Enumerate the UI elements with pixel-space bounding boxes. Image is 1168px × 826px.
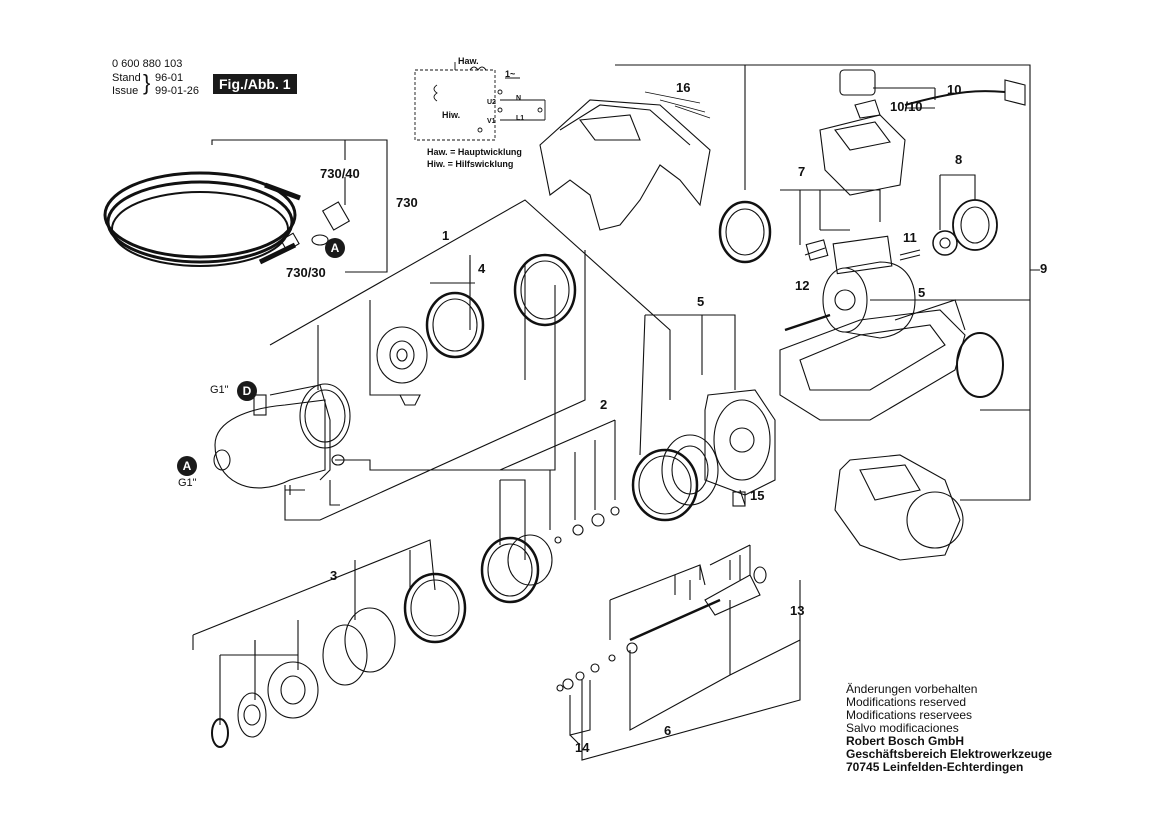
- callout-10-10: 10/10: [890, 99, 923, 114]
- wiring-haw-label: Haw.: [458, 56, 479, 66]
- pump-body-drawing: [213, 384, 331, 489]
- motor-housing-drawing: [779, 299, 966, 421]
- callout-14: 14: [575, 740, 590, 755]
- wiring-legend-line: Hiw. = Hilfswicklung: [427, 159, 514, 169]
- wiring-phase-label: 1~: [505, 69, 516, 79]
- callout-3: 3: [330, 568, 338, 583]
- callout-9: 9: [1040, 261, 1048, 276]
- footer-block: Änderungen vorbehalten Modifications res…: [846, 683, 1052, 774]
- callout-7: 7: [798, 164, 806, 179]
- callout-1: 1: [442, 228, 450, 243]
- wiring-terminal: L1: [516, 115, 525, 122]
- callout-730: 730: [396, 195, 418, 210]
- callout-10: 10: [947, 82, 962, 97]
- wiring-terminal: U2: [487, 99, 496, 106]
- footer-note: Änderungen vorbehalten: [846, 682, 978, 696]
- thread-label-top: G1": [210, 384, 229, 396]
- wiring-terminal: V1: [487, 118, 496, 125]
- figure-badge: Fig./Abb. 1: [213, 74, 297, 94]
- company-division: Geschäftsbereich Elektrowerkzeuge: [846, 747, 1053, 761]
- callout-2: 2: [600, 397, 608, 412]
- callout-12: 12: [795, 278, 810, 293]
- marker-d: D: [237, 381, 257, 401]
- footer-note: Salvo modificaciones: [846, 721, 959, 735]
- pump-head-drawing: [631, 389, 776, 522]
- hose-drawing: [103, 171, 351, 267]
- top-cover-drawing: [539, 99, 711, 231]
- callout-4: 4: [478, 261, 486, 276]
- motor-drawing: [784, 235, 916, 339]
- thread-label-bottom: G1": [178, 477, 197, 489]
- rotor-drawing: [629, 566, 767, 642]
- end-cover-drawing: [834, 454, 964, 561]
- footer-note: Modifications reservees: [846, 708, 973, 722]
- company-address: 70745 Leinfelden-Echterdingen: [846, 760, 1024, 774]
- part-number: 0 600 880 103: [112, 58, 183, 70]
- date-brace: }: [143, 70, 151, 95]
- switch-drawing: [819, 69, 1026, 196]
- stand-date: 96-01: [155, 72, 184, 84]
- callout-16: 16: [676, 80, 691, 95]
- marker-a-hose: A: [325, 238, 345, 258]
- company-name: Robert Bosch GmbH: [846, 734, 965, 748]
- callout-5: 5: [697, 294, 705, 309]
- footer-note: Modifications reserved: [846, 695, 967, 709]
- wiring-legend-line: Haw. = Hauptwicklung: [427, 147, 522, 157]
- wiring-diagram-lines: [414, 62, 546, 141]
- callout-13: 13: [790, 603, 805, 618]
- callout-6: 6: [664, 723, 672, 738]
- wiring-hiw-label: Hiw.: [442, 110, 461, 120]
- marker-a-pump: A: [177, 456, 197, 476]
- callout-11: 11: [903, 230, 917, 245]
- wiring-terminal: N: [516, 95, 522, 102]
- callout-8: 8: [955, 152, 963, 167]
- callout-730-30: 730/30: [286, 265, 326, 280]
- stand-label: Stand: [112, 72, 141, 84]
- issue-date: 99-01-26: [155, 85, 200, 97]
- callout-5-motor: 5: [918, 285, 926, 300]
- callout-730-40: 730/40: [320, 166, 360, 181]
- issue-label: Issue: [112, 85, 139, 97]
- callout-15: 15: [750, 488, 765, 503]
